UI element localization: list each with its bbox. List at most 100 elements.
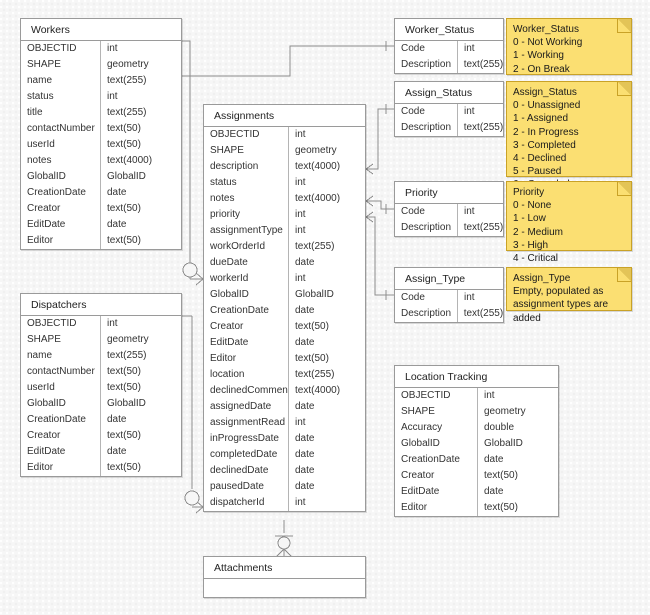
field-type: int	[295, 225, 306, 236]
field-name: CreationDate	[21, 185, 101, 201]
field-type: text(50)	[107, 366, 141, 377]
field-name: dueDate	[204, 255, 289, 271]
field-name: Code	[395, 104, 458, 120]
field-type: text(255)	[463, 308, 503, 319]
field-row[interactable]: description text(4000)	[204, 159, 365, 175]
entity-attachments[interactable]: Attachments	[203, 556, 366, 598]
field-name: workOrderId	[204, 239, 289, 255]
field-name: OBJECTID	[21, 41, 101, 57]
field-name: description	[204, 159, 289, 175]
field-name: EditDate	[21, 444, 101, 460]
field-name: CreationDate	[204, 303, 289, 319]
note-line: 0 - Not Working	[513, 37, 583, 49]
entity-title: Assign_Status	[395, 82, 503, 104]
field-type: text(50)	[107, 430, 141, 441]
field-type: text(255)	[463, 122, 503, 133]
field-type: int	[107, 91, 118, 102]
note-title: Priority	[513, 187, 545, 198]
field-type: date	[484, 454, 504, 465]
field-name: name	[21, 73, 101, 89]
field-name: Code	[395, 290, 458, 306]
entity-title: Worker_Status	[395, 19, 503, 41]
field-name: userId	[21, 137, 101, 153]
field-type: text(4000)	[295, 161, 341, 172]
